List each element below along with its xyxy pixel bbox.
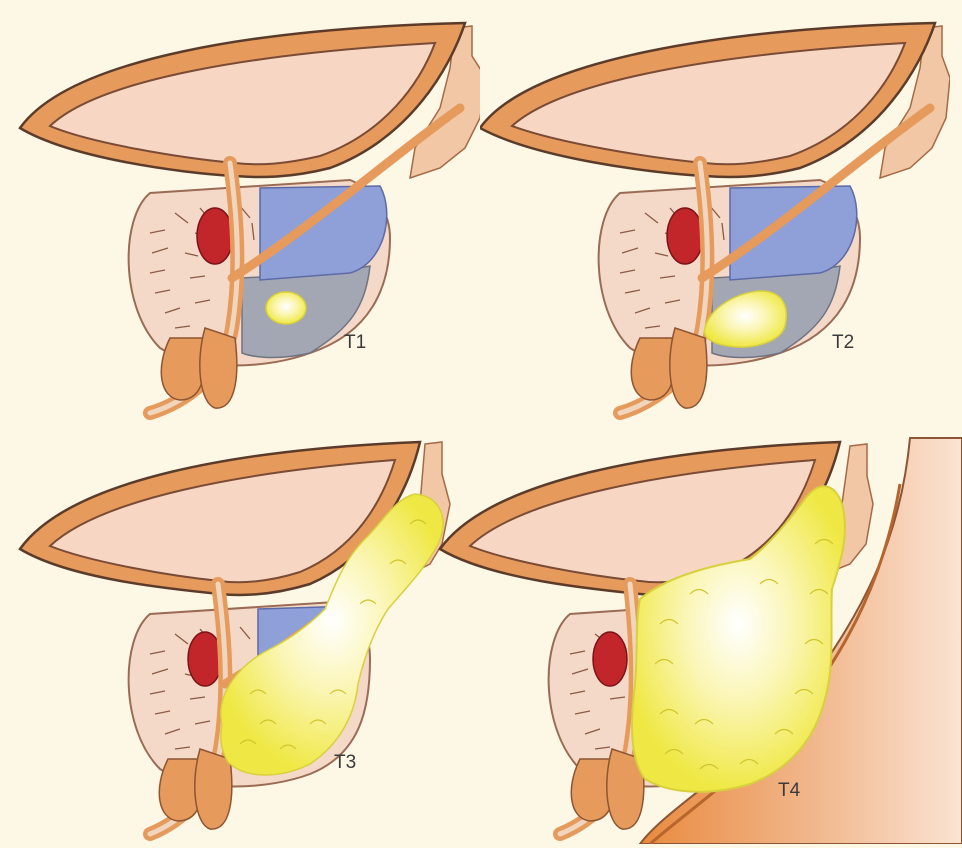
tumor bbox=[266, 292, 306, 324]
panel-t3: T3 bbox=[10, 424, 480, 844]
verumontanum bbox=[593, 632, 627, 686]
stage-label: T2 bbox=[832, 332, 854, 353]
anatomy-illustration bbox=[20, 23, 480, 413]
panel-t4: T4 bbox=[430, 424, 962, 844]
anatomy-illustration bbox=[480, 23, 950, 413]
panel-t1: T1 bbox=[10, 8, 480, 420]
verumontanum bbox=[667, 208, 703, 264]
anatomy-illustration bbox=[440, 438, 962, 844]
stage-label: T1 bbox=[344, 332, 366, 353]
anatomy-illustration bbox=[20, 442, 450, 834]
panel-t2: T2 bbox=[480, 8, 950, 420]
stage-label: T3 bbox=[334, 752, 356, 773]
stage-label: T4 bbox=[778, 780, 801, 801]
verumontanum bbox=[197, 208, 233, 264]
